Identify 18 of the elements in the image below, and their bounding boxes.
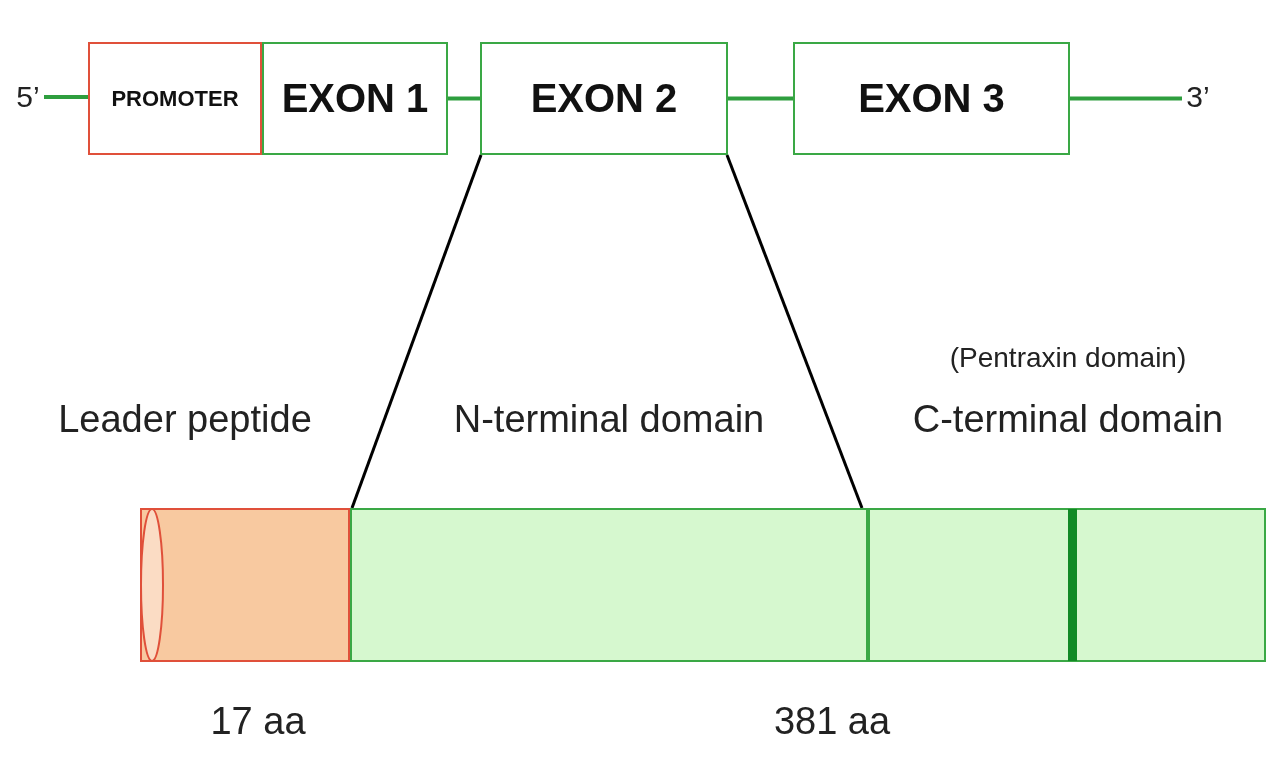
length-label: 17 aa <box>209 700 307 743</box>
length-label: 381 aa <box>772 700 892 743</box>
gene-strand-line <box>44 95 88 99</box>
domain-subheading: (Pentraxin domain) <box>949 342 1187 374</box>
strand-end-label: 3’ <box>1178 74 1218 120</box>
connector-line <box>350 154 483 509</box>
exon-box: EXON 2 <box>480 42 728 155</box>
exon-box: EXON 3 <box>793 42 1070 155</box>
domain-heading: Leader peptide <box>58 398 312 441</box>
connector-line <box>725 154 864 509</box>
gene-strand-line <box>448 96 480 101</box>
promoter-box: PROMOTER <box>88 42 262 155</box>
strand-end-label: 5’ <box>8 74 48 120</box>
domain-heading: N-terminal domain <box>453 398 765 441</box>
gene-strand-line <box>728 96 793 101</box>
exon-box: EXON 1 <box>262 42 448 155</box>
domain-heading: C-terminal domain <box>912 398 1224 441</box>
gene-strand-line <box>1070 96 1182 101</box>
